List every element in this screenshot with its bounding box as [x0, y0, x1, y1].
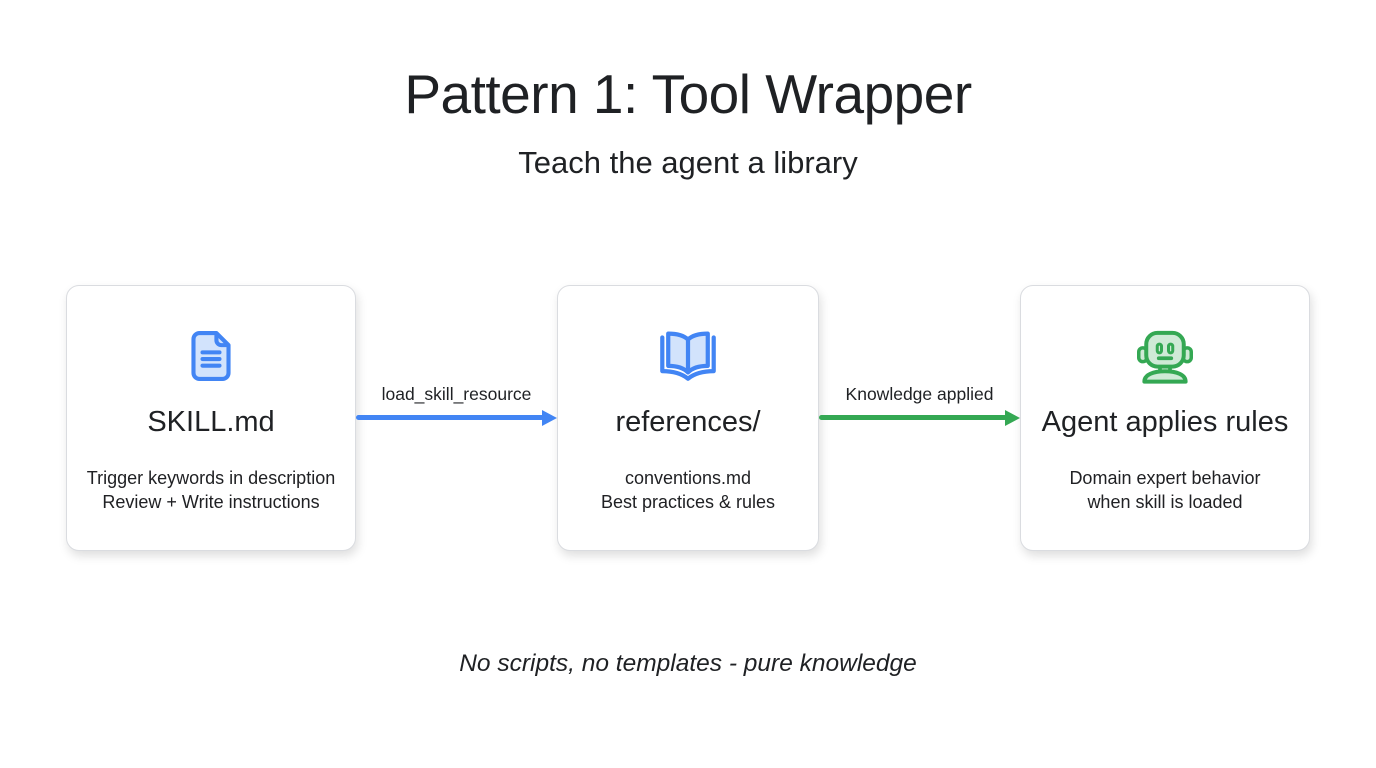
arrow-label: Knowledge applied [845, 383, 994, 404]
open-book-icon [656, 319, 720, 393]
card-agent-applies-rules: Agent applies rules Domain expert behavi… [1020, 284, 1310, 551]
footer-note: No scripts, no templates - pure knowledg… [459, 649, 917, 677]
arrowhead-icon [542, 409, 557, 426]
flow-diagram: SKILL.md Trigger keywords in description… [66, 284, 1310, 551]
card-description: conventions.md Best practices & rules [601, 466, 775, 515]
arrow-right-icon [356, 409, 557, 426]
card-title: references/ [615, 405, 761, 438]
page-subtitle: Teach the agent a library [518, 144, 858, 180]
arrowhead-icon [1005, 409, 1020, 426]
arrow-knowledge-applied: Knowledge applied [819, 285, 1020, 551]
card-description-line: conventions.md [624, 467, 752, 488]
card-title: Agent applies rules [1041, 405, 1289, 438]
card-references: references/ conventions.md Best practice… [557, 284, 819, 551]
card-description-line: Review + Write instructions [102, 491, 320, 512]
arrow-label: load_skill_resource [381, 383, 532, 404]
page-title: Pattern 1: Tool Wrapper [404, 63, 972, 125]
card-description: Domain expert behavior when skill is loa… [1069, 466, 1260, 515]
card-skill-md: SKILL.md Trigger keywords in description… [66, 284, 356, 551]
card-description: Trigger keywords in description Review +… [87, 466, 335, 515]
robot-icon [1135, 319, 1195, 393]
card-description-line: Best practices & rules [600, 491, 776, 512]
card-description-line: Trigger keywords in description [86, 467, 336, 488]
card-description-line: Domain expert behavior [1069, 467, 1261, 488]
card-description-line: when skill is loaded [1087, 491, 1243, 512]
arrow-right-icon [819, 409, 1020, 426]
arrow-load-skill-resource: load_skill_resource [356, 285, 557, 551]
arrow-shaft [819, 415, 1007, 420]
arrow-shaft [356, 415, 544, 420]
card-title: SKILL.md [147, 405, 275, 438]
document-icon [182, 319, 240, 393]
header: Pattern 1: Tool Wrapper Teach the agent … [0, 0, 1376, 181]
